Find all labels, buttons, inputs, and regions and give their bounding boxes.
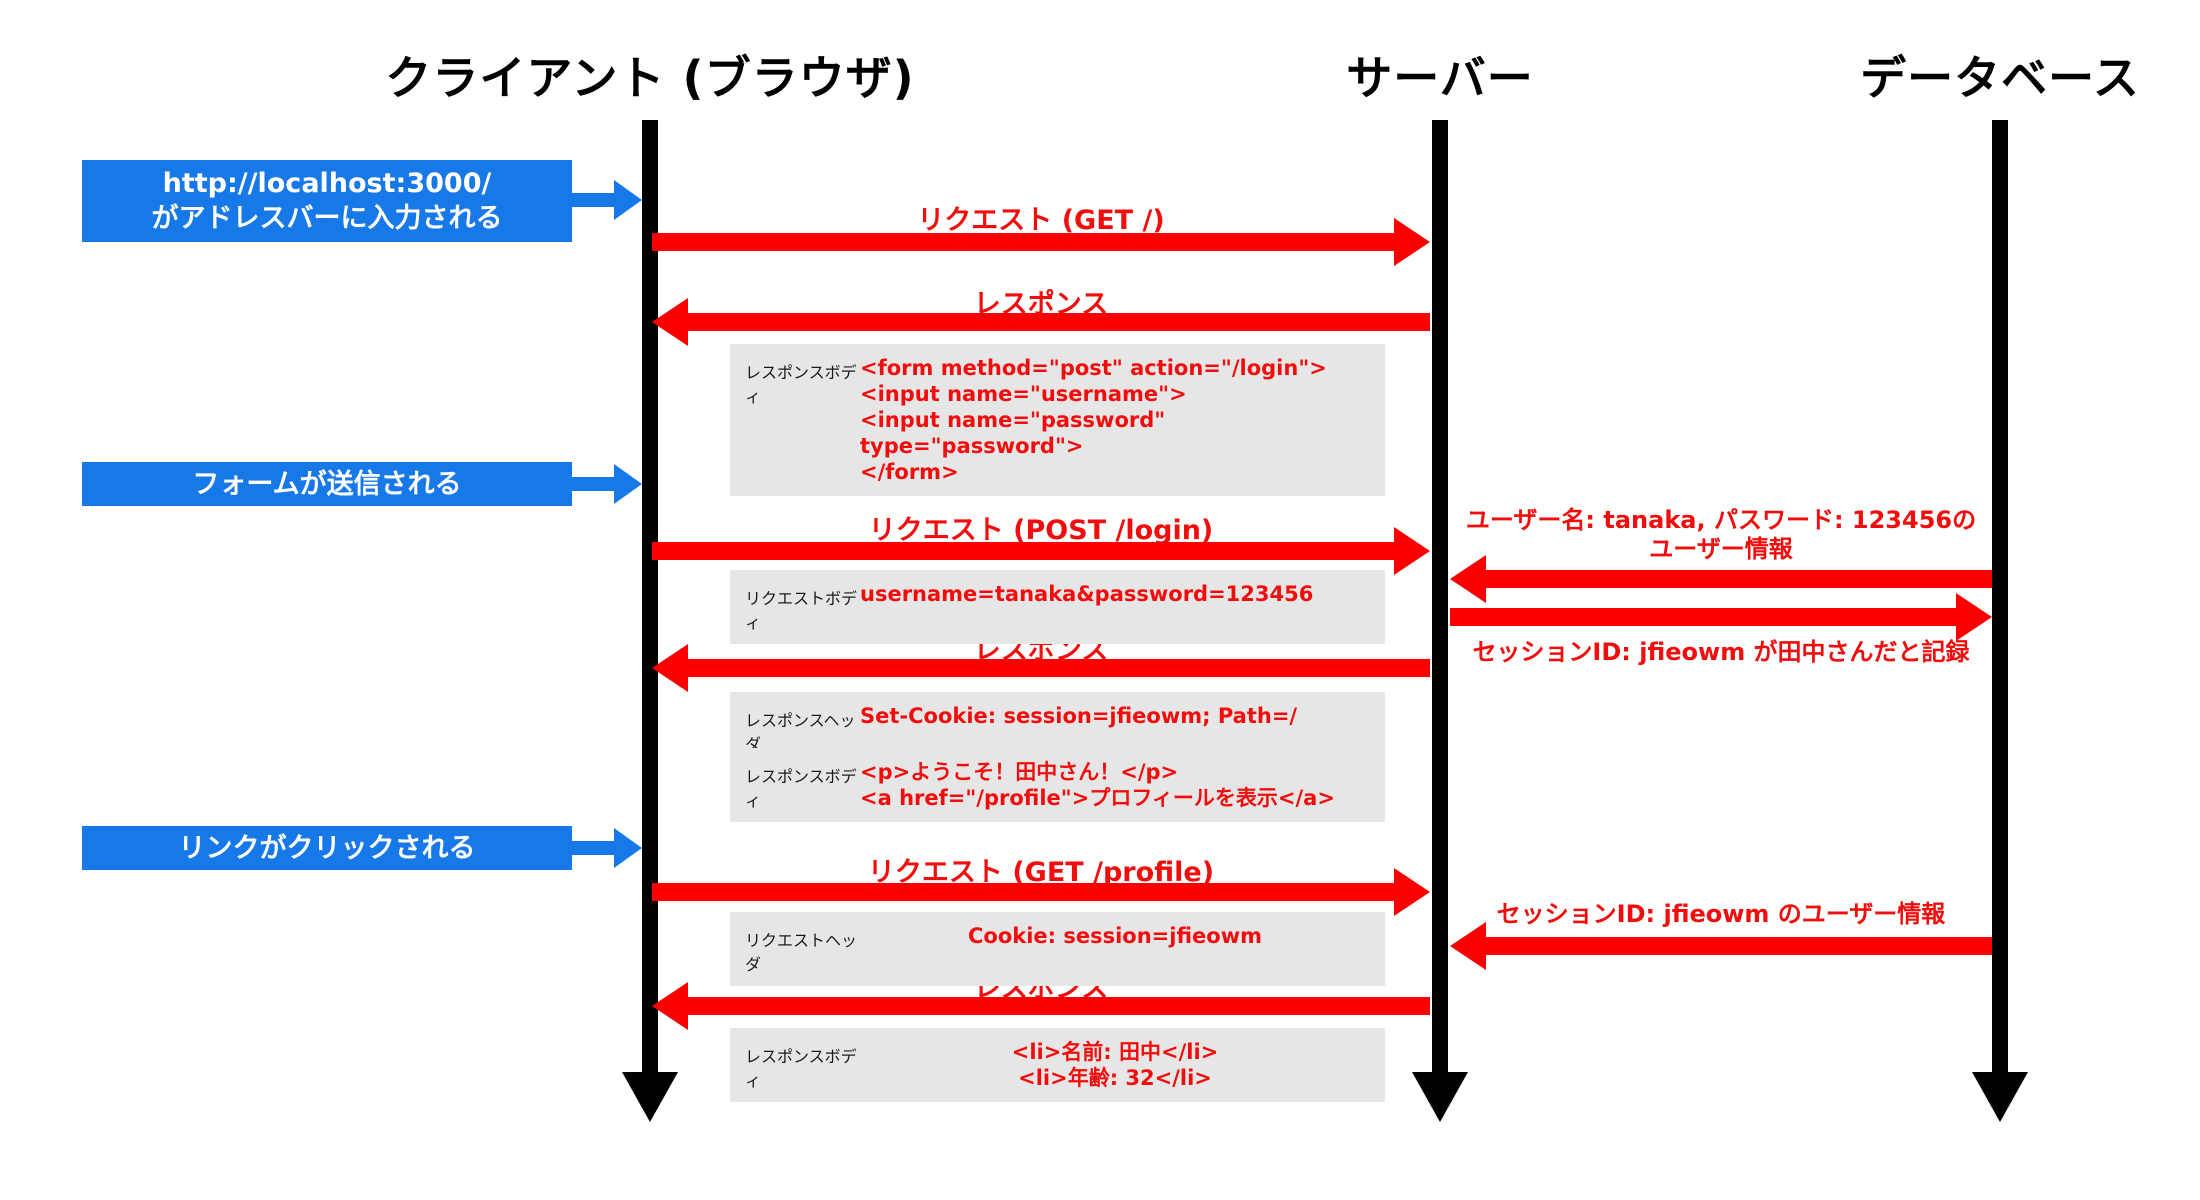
- lifeline-server: [1432, 120, 1448, 1075]
- event-link-clicked: リンクがクリックされる: [82, 826, 572, 870]
- message-label-request-get-root: リクエスト (GET /): [917, 205, 1165, 236]
- payload-code: <form method="post" action="/login"> <in…: [860, 356, 1327, 484]
- payload-response-body-welcome: レスポンスボディ <p>ようこそ！田中さん！</p> <a href="/pro…: [730, 748, 1385, 822]
- payload-code: Set-Cookie: session=jfieowm; Path=/: [860, 704, 1298, 728]
- response-arrow-2-icon: [652, 644, 1430, 692]
- lifeline-database: [1992, 120, 2008, 1075]
- event-url-entered-arrow-icon: [572, 180, 642, 220]
- payload-request-header-cookie: リクエストヘッダ Cookie: session=jfieowm: [730, 912, 1385, 986]
- payload-response-body-profile: レスポンスボディ <li>名前: 田中</li> <li>年齢: 32</li>: [730, 1028, 1385, 1102]
- response-arrow-3-icon: [652, 982, 1430, 1030]
- lifeline-server-arrowhead-icon: [1412, 1072, 1468, 1122]
- db-to-server-arrow-user-info-icon: [1450, 555, 1992, 603]
- lifeline-client: [642, 120, 658, 1075]
- payload-code: <p>ようこそ！田中さん！</p> <a href="/profile">プロフ…: [860, 760, 1335, 810]
- payload-tag: リクエストヘッダ: [745, 931, 858, 974]
- payload-tag: レスポンスボディ: [745, 363, 857, 406]
- payload-response-body-form: レスポンスボディ <form method="post" action="/lo…: [730, 344, 1385, 496]
- message-label-request-post-login: リクエスト (POST /login): [868, 515, 1214, 546]
- server-to-db-arrow-session-record-icon: [1450, 593, 1992, 641]
- db-label-user-info-lookup: ユーザー名: tanaka, パスワード: 123456の ユーザー情報: [1465, 506, 1977, 563]
- event-form-submitted-arrow-icon: [572, 464, 642, 504]
- payload-request-body-credentials: リクエストボディ username=tanaka&password=123456: [730, 570, 1385, 644]
- message-label-request-get-profile: リクエスト (GET /profile): [867, 857, 1215, 888]
- event-url-entered: http://localhost:3000/ がアドレスバーに入力される: [82, 160, 572, 242]
- payload-tag: リクエストボディ: [745, 589, 858, 632]
- response-arrow-1-icon: [652, 298, 1430, 346]
- event-form-submitted: フォームが送信される: [82, 462, 572, 506]
- payload-code: username=tanaka&password=123456: [860, 582, 1314, 606]
- event-link-clicked-arrow-icon: [572, 828, 642, 868]
- payload-tag: レスポンスボディ: [745, 1047, 857, 1090]
- db-label-session-user-info: セッションID: jfieowm のユーザー情報: [1496, 900, 1946, 928]
- lifeline-title-database: データベース: [1860, 51, 2140, 105]
- payload-code: <li>名前: 田中</li> <li>年齢: 32</li>: [1011, 1040, 1219, 1090]
- payload-code: Cookie: session=jfieowm: [967, 924, 1262, 948]
- request-arrow-post-login-icon: [652, 527, 1430, 575]
- db-to-server-arrow-session-user-info-icon: [1450, 922, 1992, 970]
- payload-tag: レスポンスボディ: [745, 767, 857, 810]
- db-label-session-recorded: セッションID: jfieowm が田中さんだと記録: [1472, 638, 1970, 666]
- lifeline-database-arrowhead-icon: [1972, 1072, 2028, 1122]
- request-arrow-get-profile-icon: [652, 868, 1430, 916]
- request-arrow-get-root-icon: [652, 218, 1430, 266]
- lifeline-client-arrowhead-icon: [622, 1072, 678, 1122]
- lifeline-title-server: サーバー: [1346, 51, 1534, 105]
- lifeline-title-client: クライアント (ブラウザ): [385, 51, 915, 105]
